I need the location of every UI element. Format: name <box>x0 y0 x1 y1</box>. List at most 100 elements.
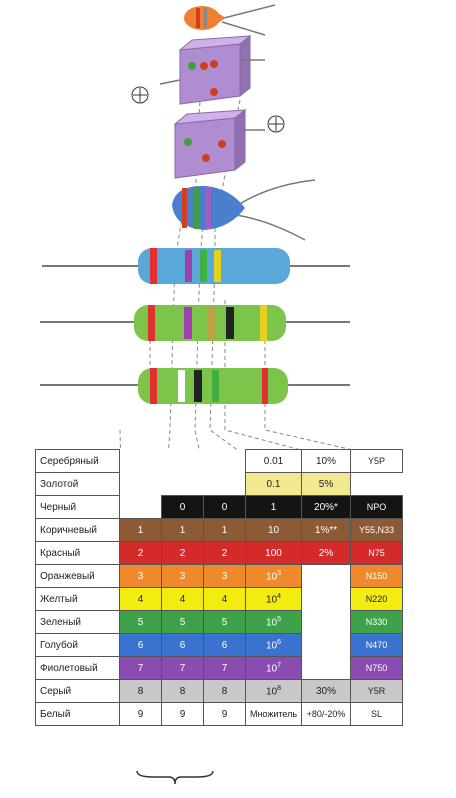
tolerance-cell <box>301 633 351 657</box>
multiplier-cell: 104 <box>245 587 302 611</box>
digit-cell: 6 <box>119 633 162 657</box>
plus-marker-1 <box>131 86 149 104</box>
color-name: Черный <box>35 495 120 519</box>
tolerance-cell: 30% <box>301 679 351 703</box>
digit-cell: 2 <box>203 541 246 565</box>
tolerance-cell: 2% <box>301 541 351 565</box>
digit-cell: 3 <box>203 564 246 588</box>
digit-cell: 9 <box>161 702 204 726</box>
resistor-blue <box>42 248 350 284</box>
digit-cell: 2 <box>161 541 204 565</box>
tolerance-cell <box>301 564 351 588</box>
digit-cell: 2 <box>119 541 162 565</box>
multiplier-cell: Множитель <box>245 702 302 726</box>
tolerance-cell: 20%* <box>301 495 351 519</box>
tolerance-cell: 10% <box>301 449 351 473</box>
tolerance-cell <box>301 656 351 680</box>
temp-coeff-cell: N750 <box>350 656 403 680</box>
digit-cell: 6 <box>161 633 204 657</box>
multiplier-cell: 103 <box>245 564 302 588</box>
cube-capacitor-1 <box>159 34 265 105</box>
multiplier-exponent: 6 <box>277 638 282 646</box>
digit-cell: 5 <box>119 610 162 634</box>
digit-cell: 7 <box>203 656 246 680</box>
cube-capacitor-2 <box>173 108 265 179</box>
digit-cell: 6 <box>203 633 246 657</box>
temp-coeff-cell: N330 <box>350 610 403 634</box>
digit-cell: 8 <box>161 679 204 703</box>
temp-coeff-cell: N75 <box>350 541 403 565</box>
digit-cell: 1 <box>203 518 246 542</box>
multiplier-cell: 10 <box>245 518 302 542</box>
temp-coeff-cell: N470 <box>350 633 403 657</box>
digit-cell <box>162 450 204 473</box>
digit-cell <box>120 450 162 473</box>
temp-coeff-cell: NPO <box>350 495 403 519</box>
multiplier-base: 10 <box>265 594 278 606</box>
digit-cell: 4 <box>119 587 162 611</box>
digit-cell <box>204 473 246 496</box>
digit-cell: 8 <box>203 679 246 703</box>
multiplier-base: 10 <box>265 640 278 652</box>
multiplier-base: 10 <box>265 571 278 583</box>
tolerance-cell <box>301 587 351 611</box>
color-name: Коричневый <box>35 518 120 542</box>
digit-cell: 1 <box>161 518 204 542</box>
digit-cell: 9 <box>203 702 246 726</box>
tolerance-cell <box>301 610 351 634</box>
tolerance-cell: +80/-20% <box>301 702 351 726</box>
color-name: Серебряный <box>35 449 120 473</box>
temp-coeff-cell: SL <box>350 702 403 726</box>
digit-cell: 3 <box>119 564 162 588</box>
multiplier-base: 10 <box>265 663 278 675</box>
digit-cell: 7 <box>119 656 162 680</box>
digit-cell: 4 <box>161 587 204 611</box>
temp-coeff-cell: N220 <box>350 587 403 611</box>
multiplier-exponent: 7 <box>277 661 282 669</box>
multiplier-base: 10 <box>265 686 278 698</box>
multiplier-cell: 1 <box>245 495 302 519</box>
resistor-green <box>40 305 350 341</box>
temp-coeff-cell: Y55,N33 <box>350 518 403 542</box>
tantalum-capacitor <box>172 179 316 241</box>
digit-cell <box>120 473 162 496</box>
color-name: Фиолетовый <box>35 656 120 680</box>
color-name: Золотой <box>35 472 120 496</box>
digit-cell <box>120 496 162 519</box>
multiplier-cell: 0.1 <box>245 472 302 496</box>
multiplier-cell: 100 <box>245 541 302 565</box>
multiplier-exponent: 4 <box>277 592 282 600</box>
tolerance-cell: 5% <box>301 472 351 496</box>
digit-cell: 5 <box>161 610 204 634</box>
plus-marker-2 <box>267 115 285 133</box>
resistor-green-2 <box>40 368 350 404</box>
digit-cell: 7 <box>161 656 204 680</box>
digit-cell: 8 <box>119 679 162 703</box>
color-name: Оранжевый <box>35 564 120 588</box>
digit-cell <box>204 450 246 473</box>
color-name: Желтый <box>35 587 120 611</box>
multiplier-exponent: 3 <box>277 569 282 577</box>
digit-cell: 1 <box>119 518 162 542</box>
digit-cell: 9 <box>119 702 162 726</box>
digit-cell: 0 <box>161 495 204 519</box>
color-name: Белый <box>35 702 120 726</box>
multiplier-exponent: 5 <box>277 615 282 623</box>
multiplier-base: 10 <box>265 617 278 629</box>
color-name: Серый <box>35 679 120 703</box>
color-name: Зеленый <box>35 610 120 634</box>
brace-icon <box>136 770 214 785</box>
